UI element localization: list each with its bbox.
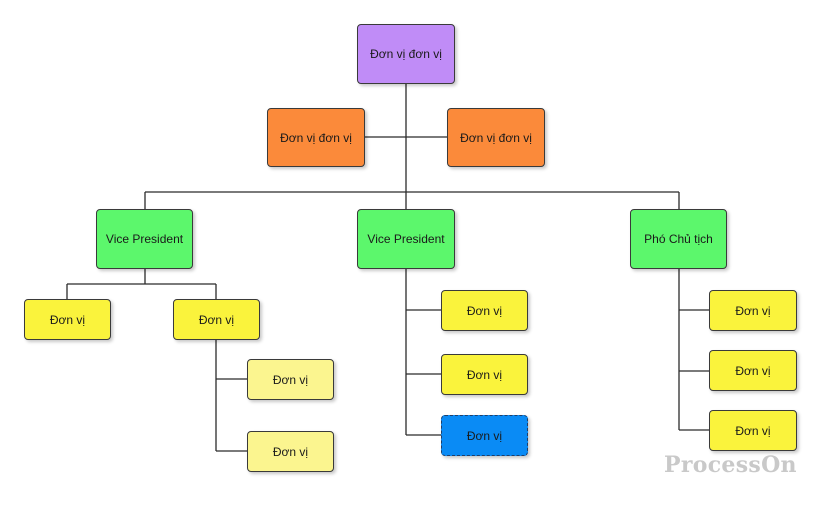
unit-node-label: Đơn vị [272, 372, 309, 387]
connector-b1-sub [215, 340, 247, 452]
root-node-label: Đơn vị đơn vị [370, 47, 442, 61]
unit-node-b1-2-1[interactable]: Đơn vị [247, 359, 334, 400]
unit-node-label: Đơn vị [735, 423, 771, 438]
unit-node-b3-3[interactable]: Đơn vị [709, 410, 797, 451]
connector-b2-children [405, 269, 441, 436]
unit-node-b2-1[interactable]: Đơn vị [441, 290, 528, 331]
unit-node-label: Đơn vị [466, 367, 503, 382]
unit-node-b3-2[interactable]: Đơn vị [709, 350, 797, 391]
unit-node-label: Đơn vị [198, 312, 235, 327]
unit-node-b3-1[interactable]: Đơn vị [709, 290, 797, 331]
branch-node-label: Phó Chủ tịch [644, 232, 713, 246]
unit-node-b1-1[interactable]: Đơn vị [24, 299, 111, 340]
unit-node-b1-2-2[interactable]: Đơn vị [247, 431, 334, 472]
unit-node-b2-3-selected[interactable]: Đơn vị [441, 415, 528, 456]
connector-b3-children [678, 269, 709, 431]
unit-node-label: Đơn vị [49, 312, 86, 327]
unit-node-b2-2[interactable]: Đơn vị [441, 354, 528, 395]
unit-node-label: Đơn vị [466, 303, 503, 318]
assistant-node-left[interactable]: Đơn vị đơn vị [267, 108, 365, 167]
root-node[interactable]: Đơn vị đơn vị [357, 24, 455, 84]
unit-node-label: Đơn vị [466, 428, 503, 443]
assistant-node-right[interactable]: Đơn vị đơn vị [447, 108, 545, 167]
unit-node-label: Đơn vị [735, 303, 771, 318]
assistant-node-label: Đơn vị đơn vị [280, 130, 352, 145]
branch-node-label: Vice President [105, 232, 184, 246]
branch-node-label: Vice President [367, 232, 445, 246]
connector-b1-children [66, 269, 217, 299]
unit-node-label: Đơn vị [272, 444, 309, 459]
processon-watermark: ProcessOn [664, 452, 797, 478]
unit-node-label: Đơn vị [735, 363, 771, 378]
unit-node-b1-2[interactable]: Đơn vị [173, 299, 260, 340]
branch-node-vice-president-1[interactable]: Vice President [96, 209, 193, 269]
branch-node-pho-chu-tich[interactable]: Phó Chủ tịch [630, 209, 727, 269]
assistant-node-label: Đơn vị đơn vị [460, 130, 532, 145]
branch-node-vice-president-2[interactable]: Vice President [357, 209, 455, 269]
